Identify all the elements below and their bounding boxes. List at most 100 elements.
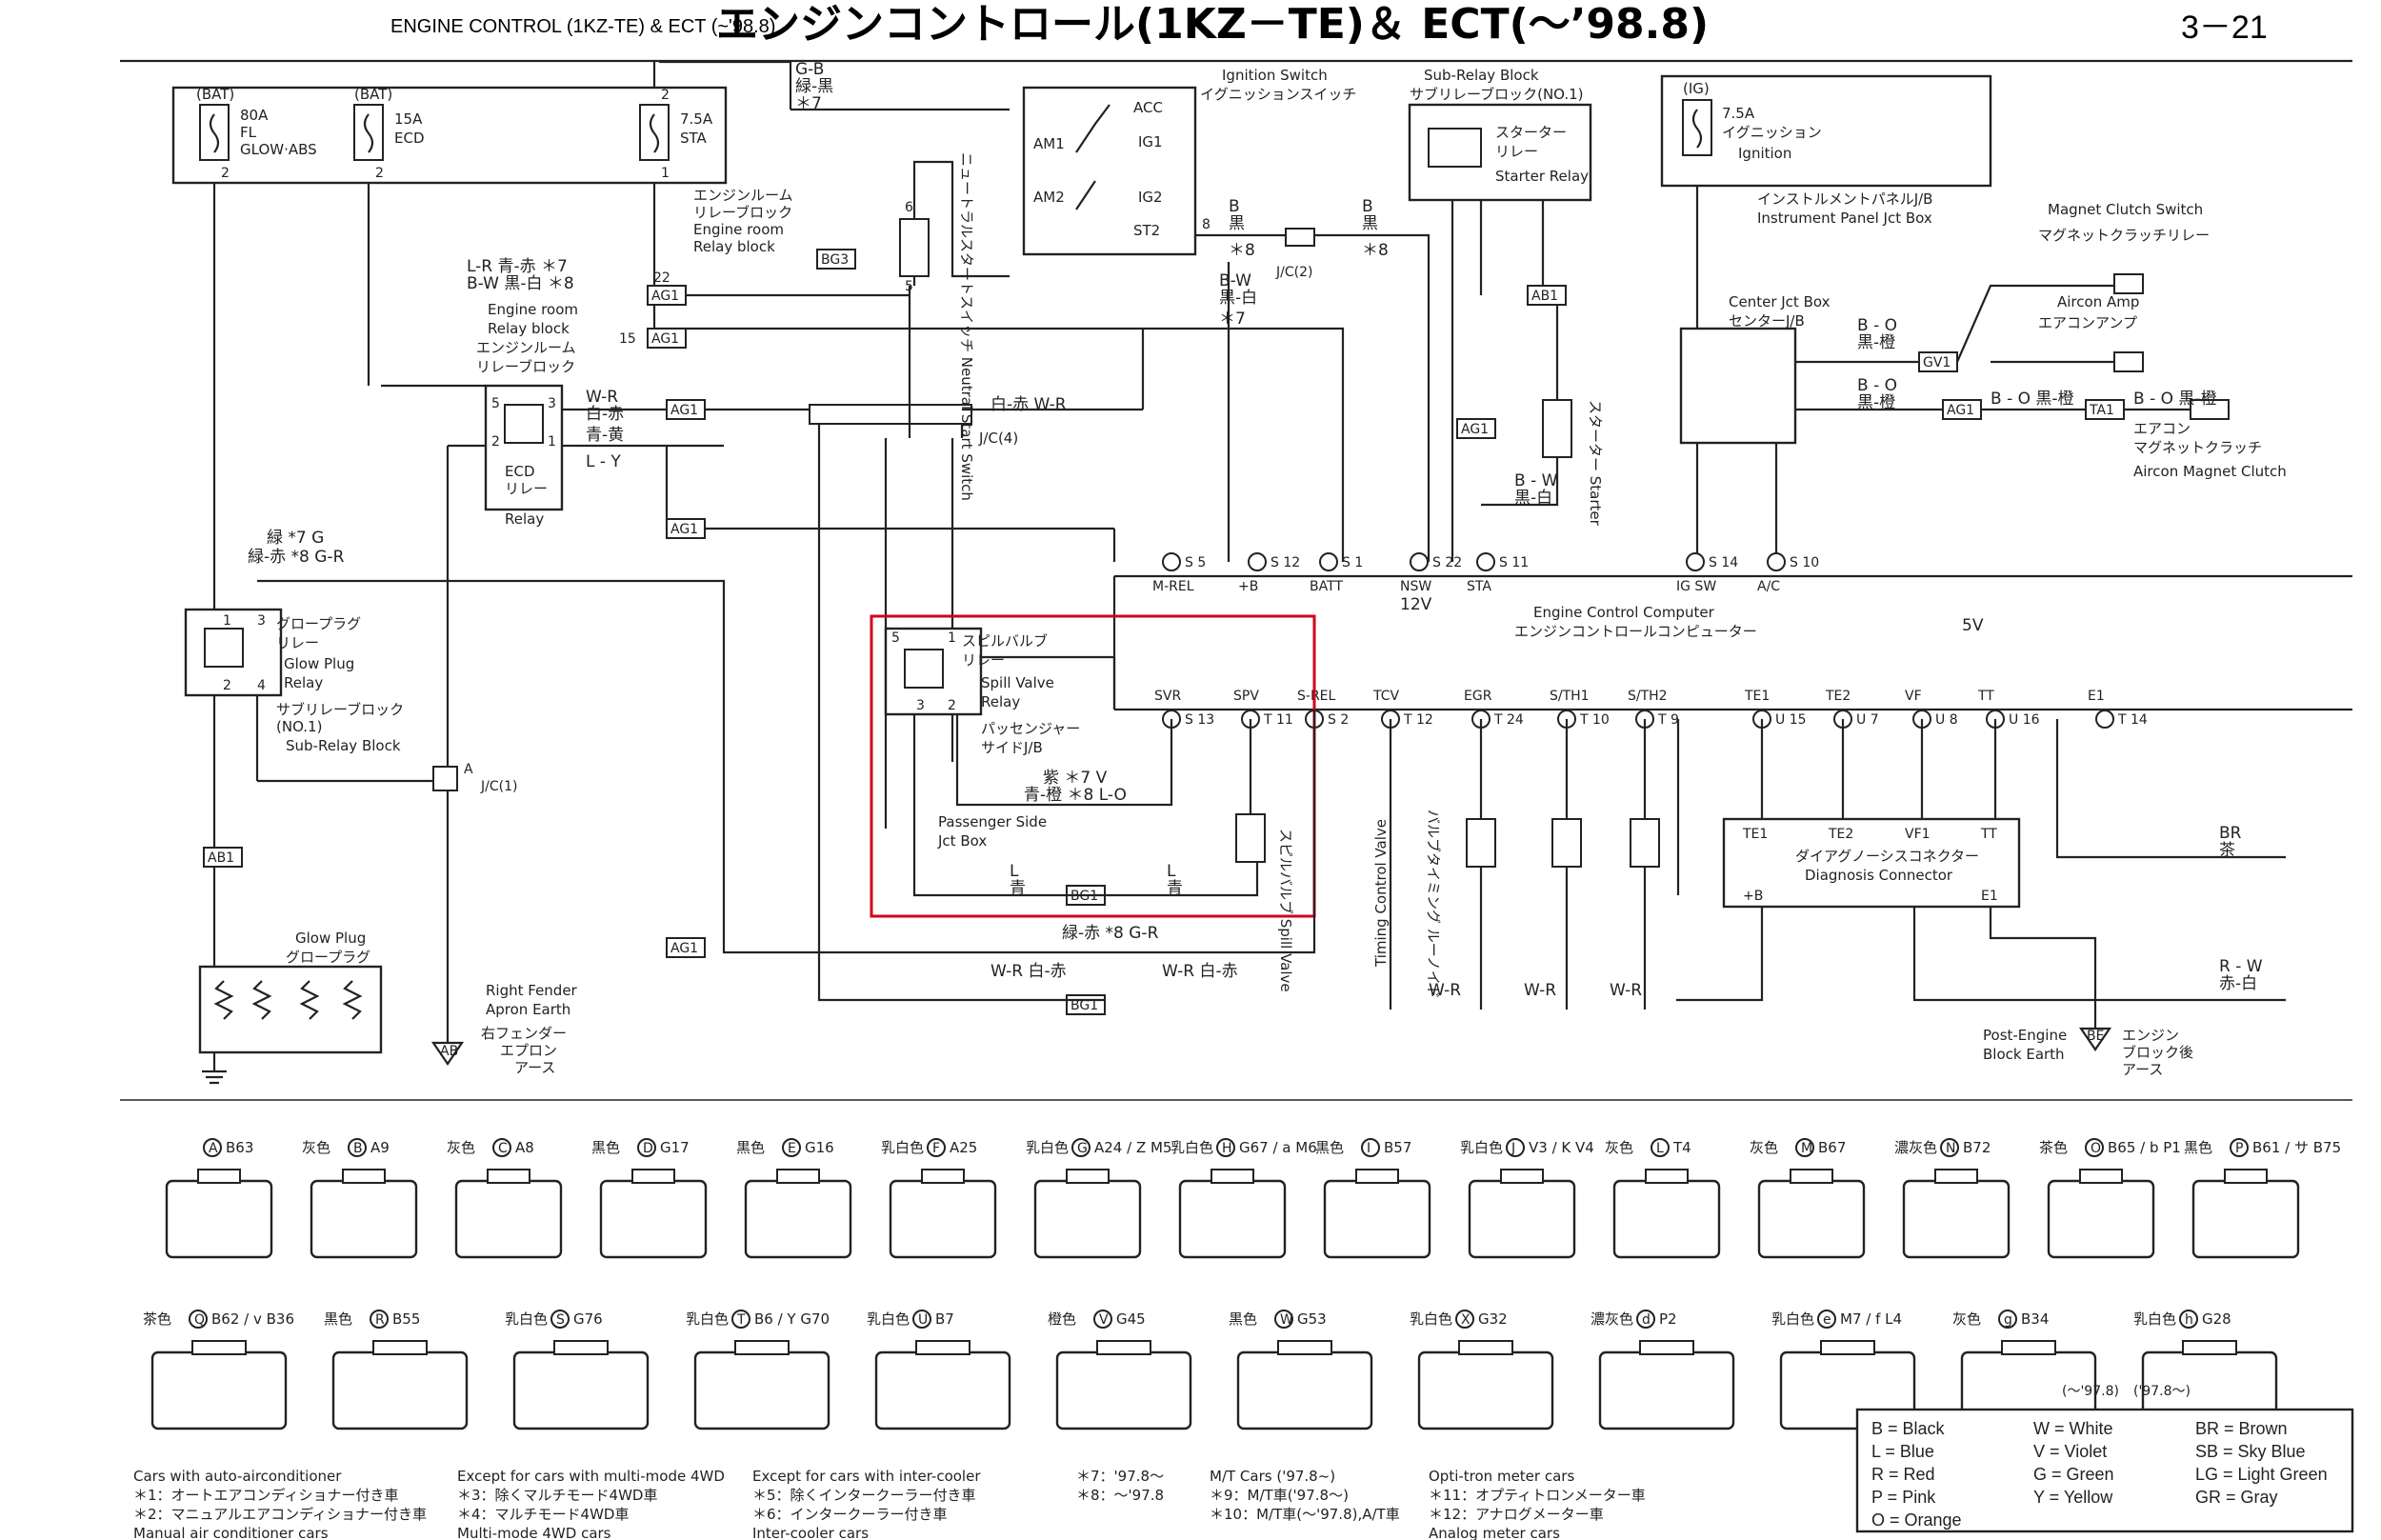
svg-text:乳白色: 乳白色	[867, 1310, 910, 1328]
svg-text:R: R	[375, 1312, 385, 1328]
footnote-line: Opti-tron meter cars	[1429, 1468, 1574, 1485]
svg-text:TA1: TA1	[2089, 403, 2114, 418]
svg-text:J/C(1): J/C(1)	[480, 779, 517, 794]
neutral-start-switch: ニュートラルスタートスイッチ Neutral Start Switch 6 5	[899, 152, 1010, 501]
svg-text:B7: B7	[935, 1310, 954, 1328]
footnote-line: M/T Cars ('97.8~)	[1210, 1468, 1335, 1485]
engine-control-computer: Engine Control Computer エンジンコントロールコンピュータ…	[1112, 574, 2352, 711]
svg-text:15: 15	[619, 331, 636, 347]
svg-text:T 9: T 9	[1657, 712, 1679, 728]
svg-text:Apron Earth: Apron Earth	[486, 1001, 570, 1018]
svg-text:7.5A: 7.5A	[1722, 105, 1755, 122]
svg-text:2: 2	[221, 166, 230, 181]
svg-text:スターター: スターター	[1495, 124, 1567, 141]
svg-text:Post-Engine: Post-Engine	[1983, 1027, 2067, 1044]
svg-text:アース: アース	[2122, 1061, 2163, 1078]
footnote-line: Analog meter cars	[1429, 1525, 1560, 1540]
svg-text:黒色: 黒色	[324, 1310, 352, 1328]
svg-text:サイドJ/B: サイドJ/B	[981, 739, 1043, 756]
footnote-line: ＊4：マルチモード4WD車	[457, 1506, 629, 1523]
svg-text:L: L	[1656, 1141, 1664, 1156]
svg-text:乳白色: 乳白色	[505, 1310, 548, 1328]
svg-text:AG1: AG1	[670, 522, 698, 537]
svg-text:B - O: B - O	[1857, 316, 1897, 335]
jc2-junction: J/C(2) B黒＊8 B黒＊8 B-W黒-白＊7	[1219, 197, 1431, 562]
svg-text:赤-白: 赤-白	[2219, 974, 2257, 993]
svg-text:黒色: 黒色	[1229, 1310, 1257, 1328]
svg-text:22: 22	[653, 270, 670, 286]
svg-text:緑-赤 *8 G-R: 緑-赤 *8 G-R	[248, 548, 345, 567]
svg-text:S 1: S 1	[1342, 555, 1363, 570]
svg-text:Relay: Relay	[284, 674, 323, 691]
svg-text:A/C: A/C	[1757, 579, 1780, 594]
svg-text:エンジンルーム: エンジンルーム	[693, 187, 793, 204]
svg-text:V: V	[1099, 1312, 1109, 1328]
svg-text:U 15: U 15	[1775, 712, 1807, 728]
svg-text:AG1: AG1	[1947, 403, 1974, 418]
svg-text:STA: STA	[1467, 579, 1491, 594]
svg-text:T4: T4	[1672, 1139, 1691, 1156]
center-junction-box: Center Jct Box センターJ/B GV1 AG1 TA1 B - O…	[1679, 273, 2230, 562]
svg-text:P: P	[2235, 1141, 2243, 1156]
svg-text:マグネットクラッチリレー: マグネットクラッチリレー	[2038, 227, 2210, 244]
svg-text:12V: 12V	[1400, 595, 1432, 614]
svg-text:(～'97.8): (～'97.8)	[2062, 1384, 2119, 1399]
svg-text:＊7: ＊7	[795, 94, 822, 113]
footnote-line: ＊11：オプティトロンメーター車	[1429, 1487, 1646, 1504]
svg-text:サブリレーブロック(NO.1): サブリレーブロック(NO.1)	[1410, 86, 1584, 103]
svg-text:T: T	[736, 1312, 746, 1328]
svg-text:Relay: Relay	[981, 693, 1020, 710]
svg-text:グロープラグ: グロープラグ	[276, 615, 361, 632]
color-legend-entry: LG = Light Green	[2195, 1465, 2328, 1484]
footnote-line: ＊9：M/T車('97.8～)	[1210, 1487, 1349, 1504]
svg-text:4: 4	[257, 678, 266, 693]
svg-text:BR: BR	[2219, 824, 2242, 843]
svg-text:G45: G45	[1116, 1310, 1146, 1328]
glow-plug: Glow Plug グロープラグ	[198, 930, 383, 1085]
svg-text:黒: 黒	[1362, 214, 1378, 233]
wire-labels: 緑 *7 G 緑-赤 *8 G-R 緑-赤 *8 G-R W-R 白-赤 W-R…	[248, 529, 1984, 981]
svg-text:Ignition Switch: Ignition Switch	[1222, 67, 1328, 84]
svg-text:ST2: ST2	[1133, 222, 1160, 239]
svg-text:N: N	[1946, 1141, 1955, 1156]
footnote-line: ＊3：除くマルチモード4WD車	[457, 1487, 657, 1504]
svg-text:S-REL: S-REL	[1297, 689, 1336, 704]
svg-text:SVR: SVR	[1154, 689, 1181, 704]
footnote-line: Inter-cooler cars	[752, 1525, 869, 1540]
svg-text:Relay block: Relay block	[488, 320, 570, 337]
svg-text:乳白色: 乳白色	[1026, 1139, 1069, 1156]
svg-text:S/TH1: S/TH1	[1550, 689, 1590, 704]
svg-text:S/TH2: S/TH2	[1628, 689, 1668, 704]
left-wiring: 5 3 2 1 ECD リレー Relay Engine room Relay …	[212, 60, 1345, 1029]
svg-text:EGR: EGR	[1464, 689, 1492, 704]
svg-text:U 8: U 8	[1935, 712, 1958, 728]
color-legend-entry: GR = Gray	[2195, 1488, 2278, 1507]
svg-text:3: 3	[916, 698, 925, 713]
svg-text:T 11: T 11	[1263, 712, 1293, 728]
svg-text:エンジンルーム: エンジンルーム	[476, 339, 576, 356]
svg-text:B - O 黒-橙: B - O 黒-橙	[2133, 390, 2217, 409]
svg-text:G: G	[1077, 1141, 1088, 1156]
svg-text:乳白色: 乳白色	[1410, 1310, 1452, 1328]
svg-text:AM1: AM1	[1033, 135, 1065, 152]
color-legend-entry: SB = Sky Blue	[2195, 1442, 2306, 1461]
color-legend-entry: G = Green	[2033, 1465, 2114, 1484]
svg-text:灰色: 灰色	[1750, 1139, 1778, 1156]
svg-text:B72: B72	[1963, 1139, 1991, 1156]
svg-text:灰色: 灰色	[1605, 1139, 1633, 1156]
svg-text:NSW: NSW	[1400, 579, 1431, 594]
svg-text:乳白色: 乳白色	[1460, 1139, 1503, 1156]
svg-text:＊8: ＊8	[1229, 241, 1255, 260]
